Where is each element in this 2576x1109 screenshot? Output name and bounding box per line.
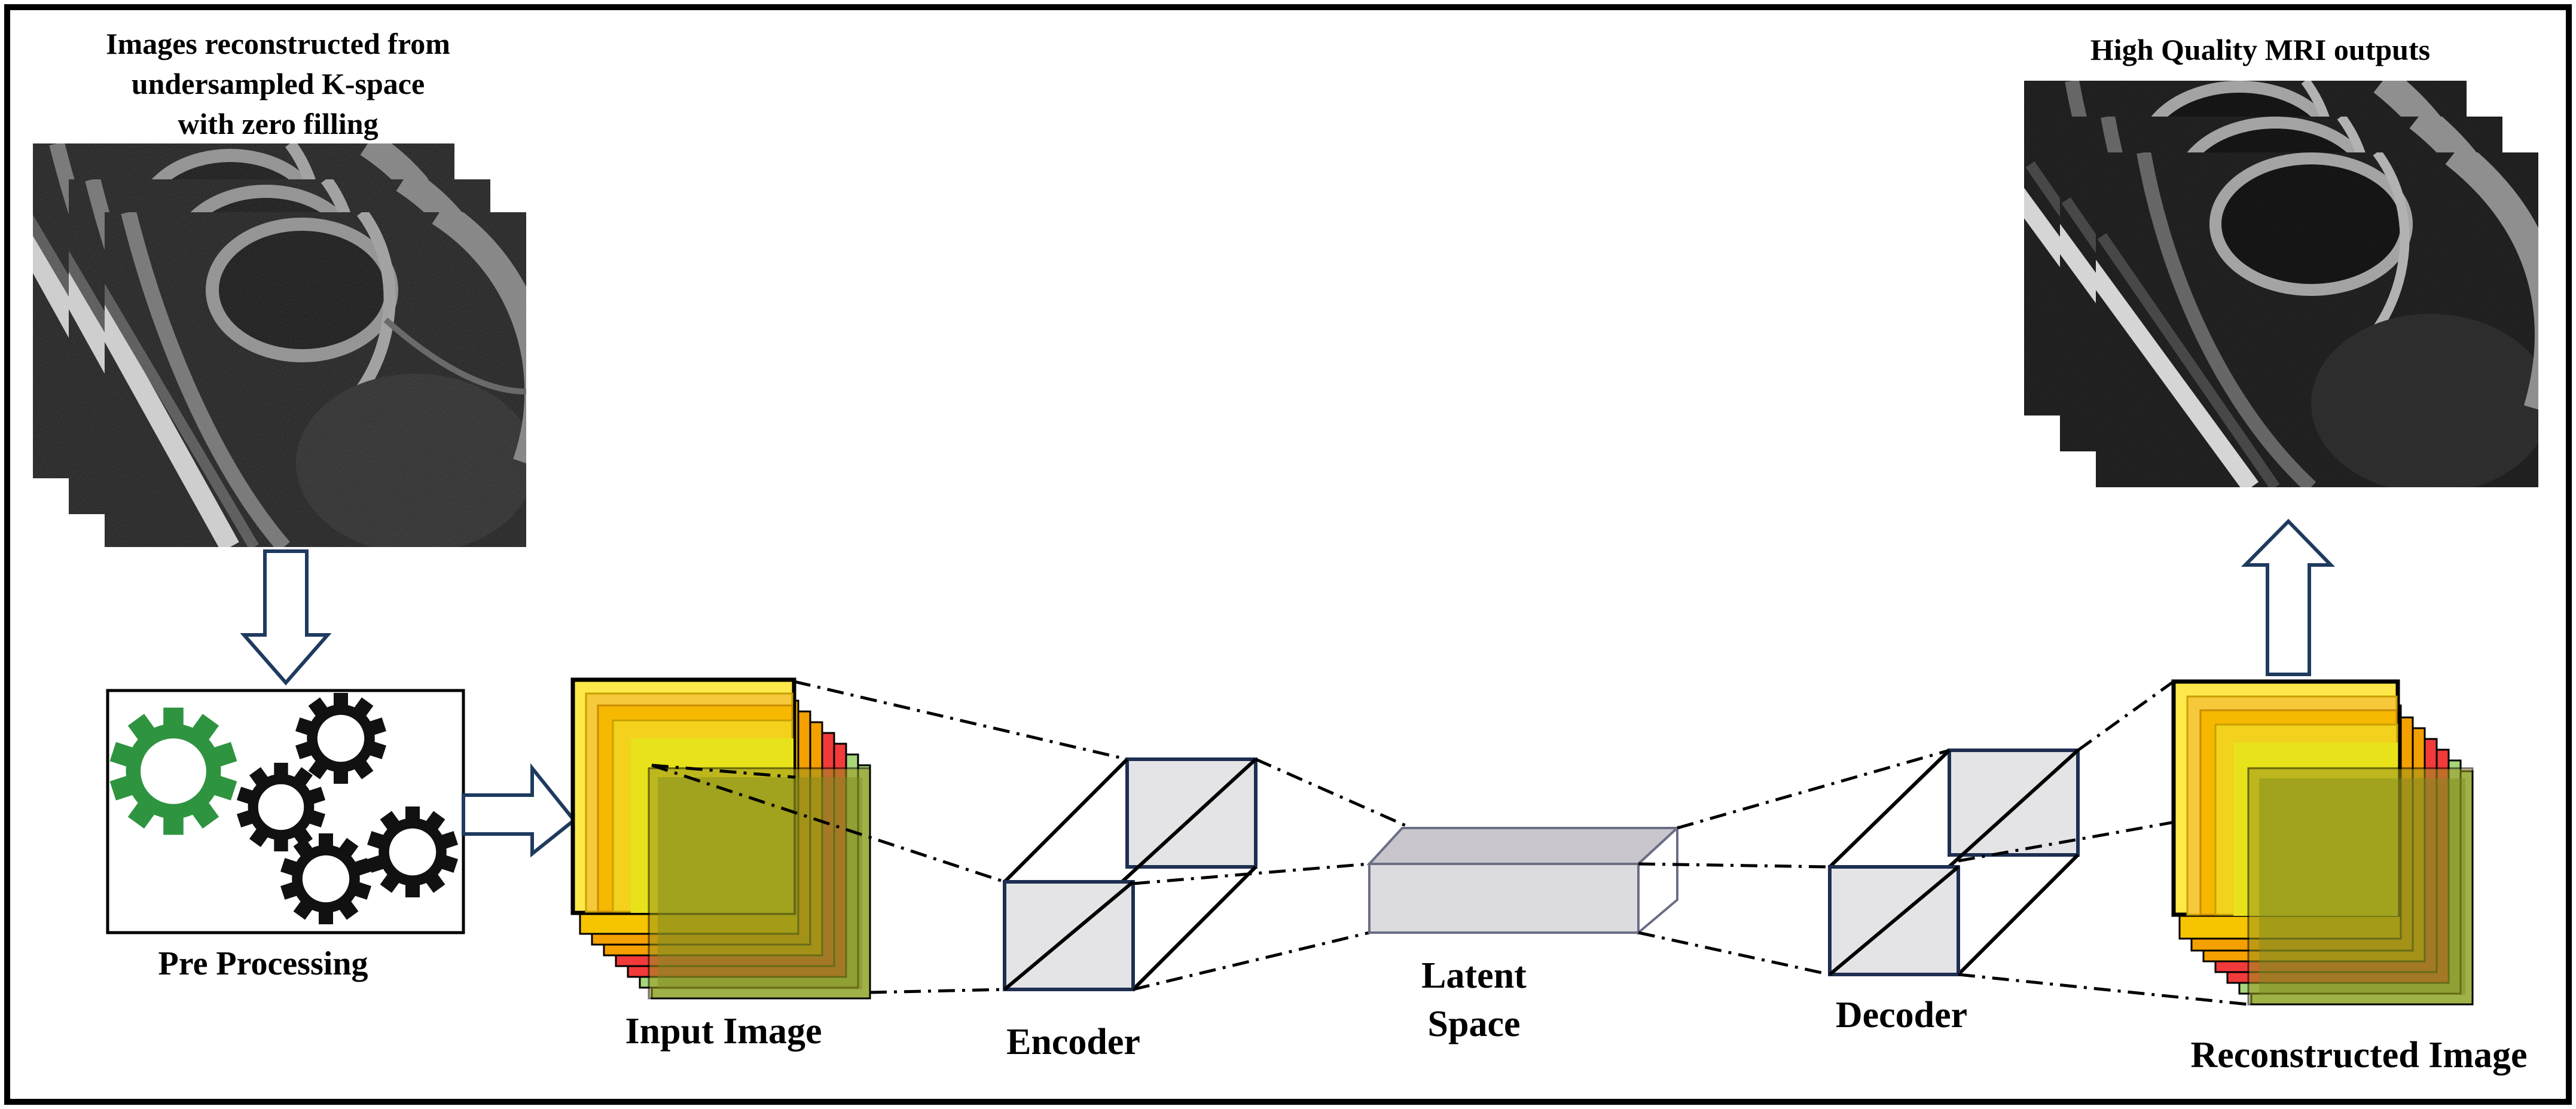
input-mri-stack: [9, 143, 538, 553]
connector-lines-input-encoder: [651, 680, 1128, 994]
input-image-label: Input Image: [625, 1011, 822, 1052]
encoder-label: Encoder: [1006, 1022, 1140, 1062]
hollow-arrow-right-icon: [462, 763, 577, 858]
reconstructed-image-layers: [2171, 679, 2474, 1006]
encoder-block: [1003, 757, 1258, 991]
latent-label-line1: Latent: [1421, 955, 1527, 996]
connector-lines-latent-decoder: [1638, 749, 1950, 976]
outer-frame: [4, 4, 2572, 1105]
latent-label-line2: Space: [1428, 1004, 1521, 1044]
output-caption: High Quality MRI outputs: [2090, 33, 2430, 66]
input-image-layers: [570, 677, 871, 1000]
decoder-block: [1828, 749, 2080, 976]
input-caption-line2: undersampled K-space: [132, 67, 425, 100]
decoder-label: Decoder: [1836, 995, 1967, 1035]
hollow-arrow-up-icon: [2241, 518, 2336, 676]
hollow-arrow-down-icon: [240, 549, 332, 686]
input-caption-line1: Images reconstructed from: [106, 27, 450, 60]
preprocessing-label: Pre Processing: [158, 945, 368, 982]
connector-lines-encoder-latent: [1133, 757, 1412, 991]
reconstructed-image-label: Reconstructed Image: [2190, 1035, 2527, 1076]
input-caption-line3: with zero filling: [178, 107, 378, 140]
latent-space-block: [1366, 825, 1681, 936]
output-mri-stack: [2000, 81, 2550, 493]
